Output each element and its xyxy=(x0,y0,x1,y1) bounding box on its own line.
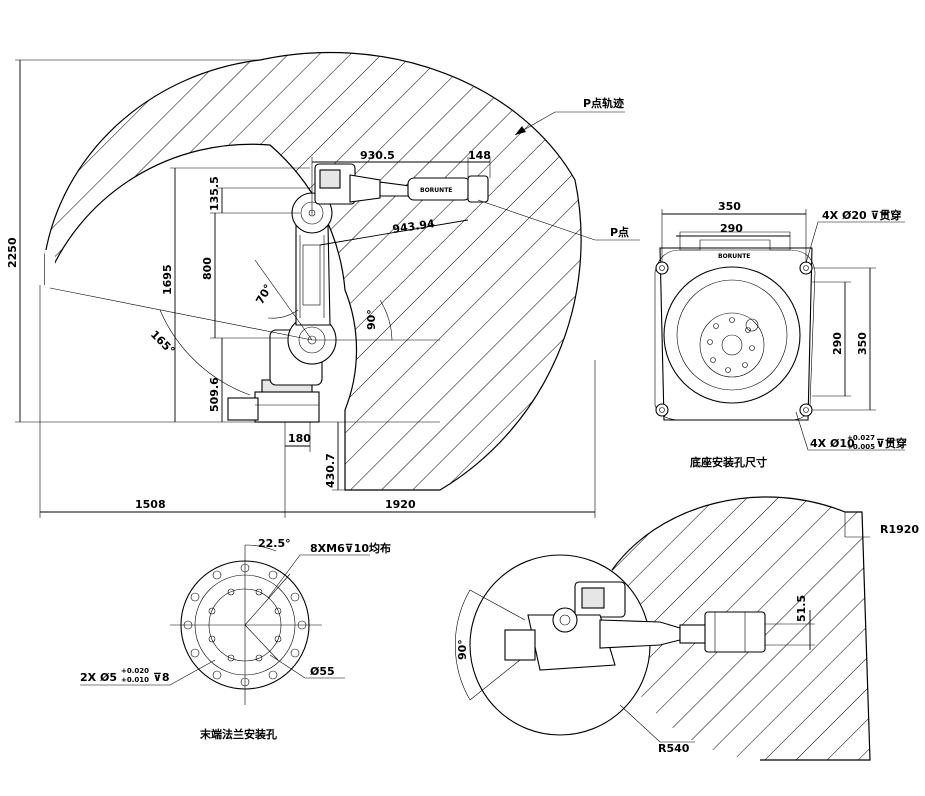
flange-title: 末端法兰安装孔 xyxy=(199,727,277,741)
base-dim-290-top: 290 xyxy=(720,222,743,235)
base-hole-spec-top: 4X Ø20 ⊽贯穿 xyxy=(822,208,901,222)
dim-430-7: 430.7 xyxy=(324,453,337,488)
base-hole-tol-lower: +0.005 xyxy=(847,443,875,451)
base-mounting-view: BORUNTE 350 xyxy=(654,200,907,469)
base-dim-350-side: 350 xyxy=(856,332,869,355)
flange-pin-tol-lower: +0.010 xyxy=(121,676,149,684)
dim-135-5: 135.5 xyxy=(208,176,221,211)
label-p-point: P点 xyxy=(610,225,629,239)
base-hole-tol-upper: +0.027 xyxy=(847,434,875,442)
base-dim-290-side: 290 xyxy=(831,332,844,355)
dim-180: 180 xyxy=(288,432,311,445)
flange-angle-22-5: 22.5° xyxy=(258,537,291,550)
dim-509-6: 509.6 xyxy=(208,377,221,412)
flange-outer-holes xyxy=(183,563,307,687)
base-hole-spec-suffix: ⊽贯穿 xyxy=(876,436,907,450)
flange-pin-tol-upper: +0.020 xyxy=(121,667,149,675)
top-dim-r1920: R1920 xyxy=(880,523,919,536)
angle-90: 90° xyxy=(365,309,378,330)
base-dim-350-top: 350 xyxy=(718,200,741,213)
base-title: 底座安装孔尺寸 xyxy=(690,455,767,469)
main-dimensions: 2250 1695 800 135.5 509.6 930.5 148 943.… xyxy=(6,59,640,518)
brand-arm: BORUNTE xyxy=(420,187,452,194)
dim-943-94: 943.94 xyxy=(392,217,436,236)
label-p-trajectory: P点轨迹 xyxy=(583,96,624,110)
flange-pin-suffix: ⊽8 xyxy=(153,671,170,684)
flange-dim-55: Ø55 xyxy=(310,665,335,678)
base-hole-spec-bottom: 4X Ø10 xyxy=(810,437,855,450)
dim-148: 148 xyxy=(468,149,491,162)
dim-1920: 1920 xyxy=(385,498,416,511)
flange-view: 22.5° 8XM6⊽10均布 Ø55 2X Ø5 +0.020 +0.010 … xyxy=(80,537,391,741)
robot-side-view: BORUNTE xyxy=(227,163,489,423)
flange-pin: 2X Ø5 xyxy=(80,671,117,684)
top-dim-r540: R540 xyxy=(658,742,690,755)
brand-base: BORUNTE xyxy=(718,253,750,260)
base-ring-holes xyxy=(707,317,755,373)
dim-1695: 1695 xyxy=(161,264,174,295)
top-angle-90: 90° xyxy=(456,639,469,660)
dim-2250: 2250 xyxy=(6,237,19,268)
dim-1508: 1508 xyxy=(135,498,166,511)
flange-threads: 8XM6⊽10均布 xyxy=(310,541,391,555)
top-dim-51-5: 51.5 xyxy=(795,595,808,622)
dim-930-5: 930.5 xyxy=(360,149,395,162)
top-view: R1920 R540 51.5 90° xyxy=(454,496,919,761)
angle-165: 165° xyxy=(148,328,177,357)
dim-800: 800 xyxy=(201,257,214,280)
angle-70: 70° xyxy=(253,282,275,307)
flange-inner-holes xyxy=(208,588,282,662)
